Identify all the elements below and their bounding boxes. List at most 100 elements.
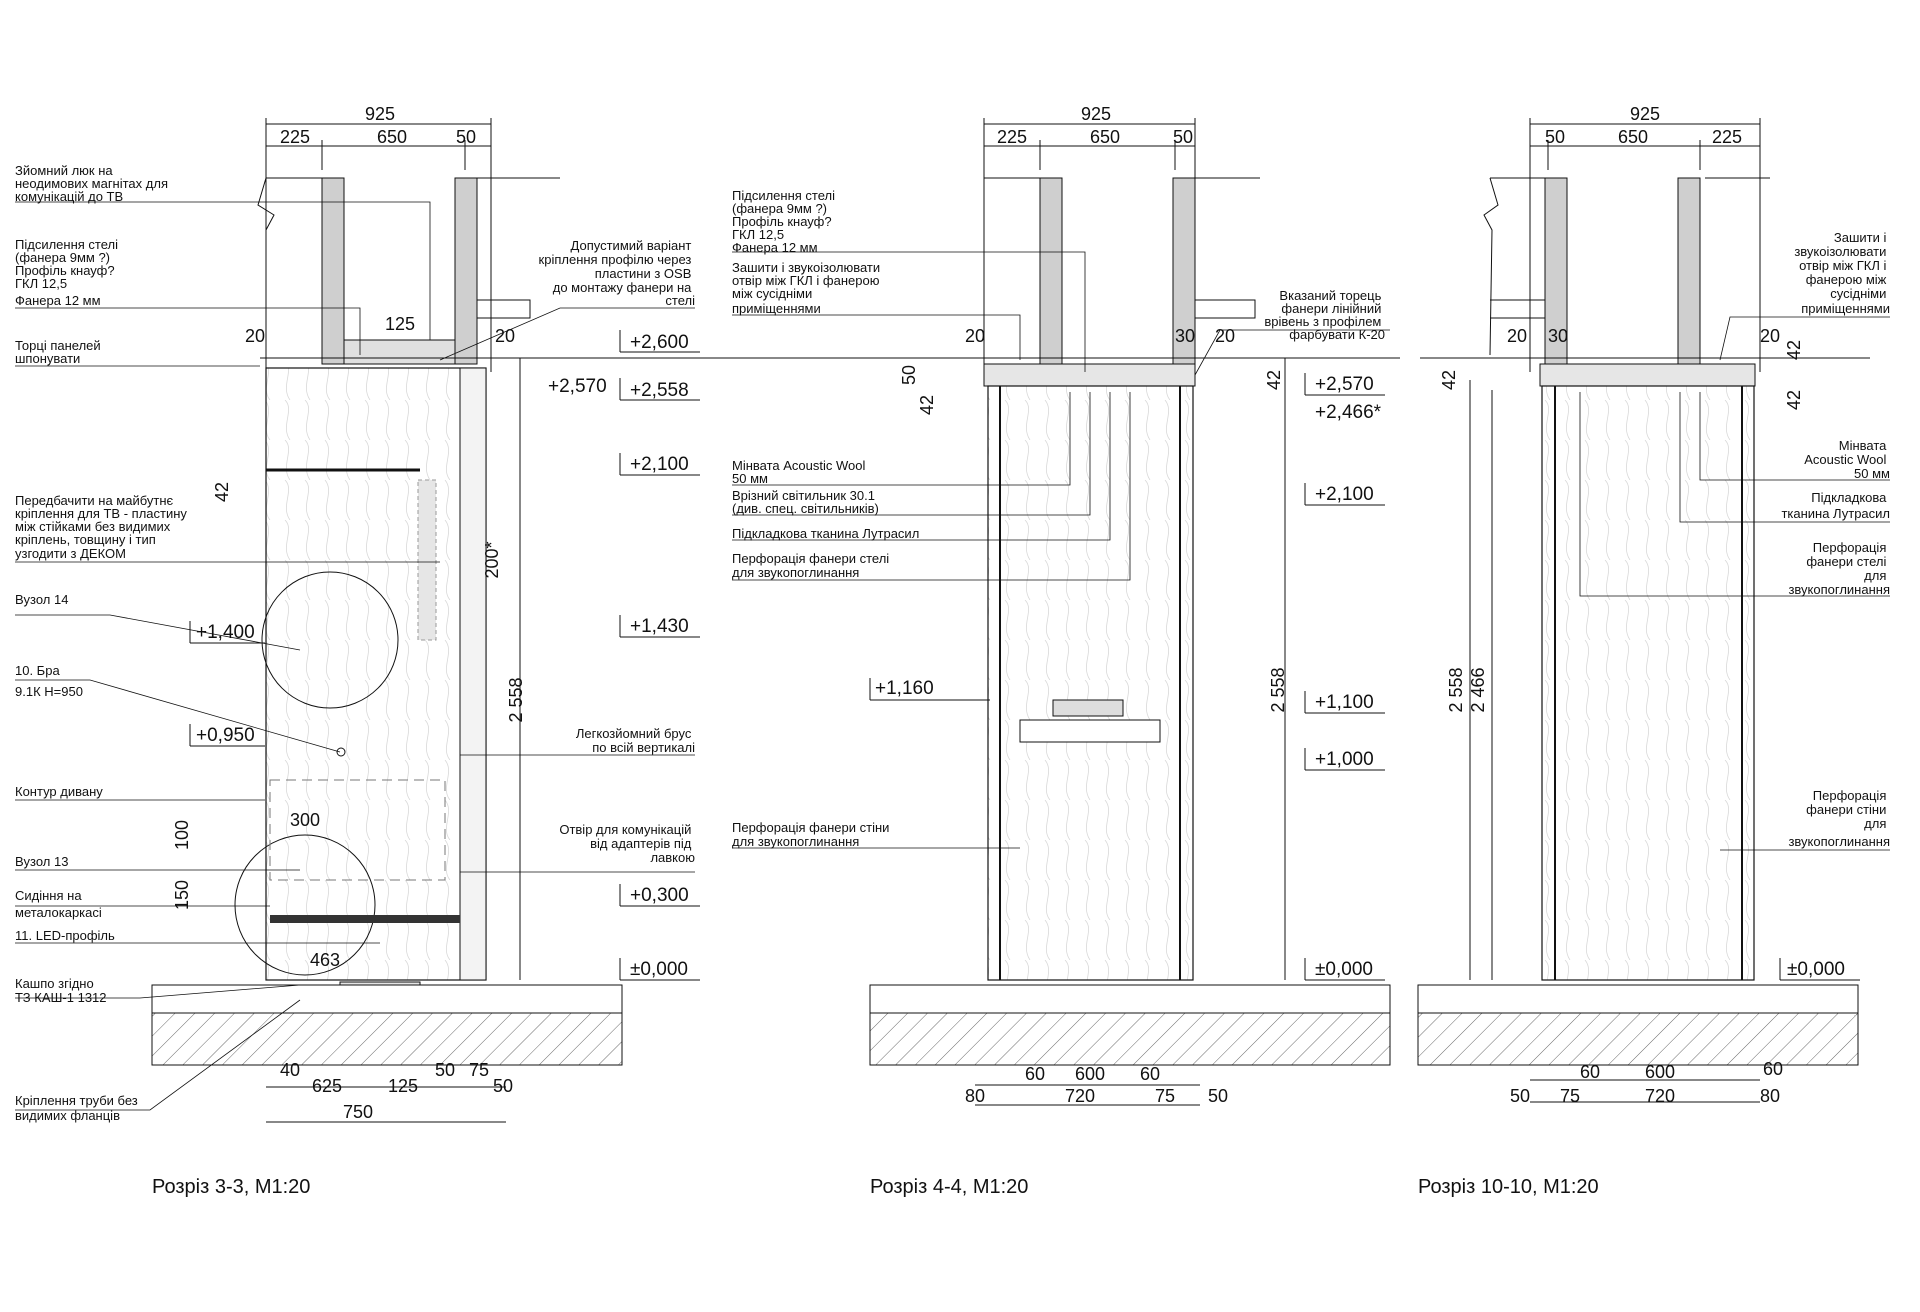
dim-b-75: 75: [1560, 1086, 1580, 1106]
dim-top-3: 50: [1173, 127, 1193, 147]
note-node-13: Вузол 13: [15, 854, 68, 869]
note-lutrasil: Підкладкова тканина Лутрасил: [732, 526, 919, 541]
level-2570: +2,570: [1315, 374, 1374, 395]
note-node-14: Вузол 14: [15, 592, 68, 607]
dim-b-60b: 60: [1140, 1064, 1160, 1084]
dim-20-right: 20: [495, 326, 515, 346]
note-planter: Кашпо згідно ТЗ КАШ-1 1312: [15, 976, 107, 1005]
dim-b-80: 80: [1760, 1086, 1780, 1106]
dim-b-60b: 60: [1763, 1059, 1783, 1079]
note-ceiling-reinforcement: Підсилення стелі (фанера 9мм ?) Профіль …: [732, 188, 839, 255]
dim-b-600: 600: [1075, 1064, 1105, 1084]
notes-right-10-10: Зашити і звукоізолювати отвір між ГКЛ і …: [1781, 230, 1890, 849]
dim-top-2: 650: [377, 127, 407, 147]
note-wall-perforation: Перфорація фанери стіни для звукопоглина…: [732, 820, 893, 849]
dim-463: 463: [310, 950, 340, 970]
dim-top-2: 650: [1618, 127, 1648, 147]
dim-b-750: 750: [343, 1102, 373, 1122]
upper-slab: [984, 177, 1260, 319]
dim-100: 100: [172, 820, 192, 850]
level-2100: +2,100: [1315, 484, 1374, 505]
level-0300: +0,300: [630, 885, 689, 906]
wall-panel: [987, 385, 1194, 981]
dim-b-625: 625: [312, 1076, 342, 1096]
dim-42-right-b: 42: [1784, 390, 1804, 410]
dim-50: 50: [899, 365, 919, 385]
level-2100: +2,100: [630, 454, 689, 475]
dim-20-left: 20: [1507, 326, 1527, 346]
dim-top-total: 925: [1081, 104, 1111, 124]
level-1400: +1,400: [196, 622, 255, 643]
dim-b-60a: 60: [1580, 1062, 1600, 1082]
caption-10-10: Розріз 10-10, М1:20: [1418, 1176, 1599, 1198]
dim-b-125: 125: [388, 1076, 418, 1096]
dim-b-75: 75: [1155, 1086, 1175, 1106]
seat-frame: [270, 915, 460, 923]
dim-150: 150: [172, 880, 192, 910]
dim-top-1: 50: [1545, 127, 1565, 147]
caption-4-4: Розріз 4-4, М1:20: [870, 1176, 1028, 1198]
dim-42-left: 42: [1439, 370, 1459, 390]
level-1430: +1,430: [630, 616, 689, 637]
note-hatch: Зйомний люк на неодимових магнітах для к…: [15, 163, 172, 204]
note-panel-ends: Торці панелей шпонувати: [15, 338, 104, 366]
socket-block: [1052, 699, 1124, 717]
section-4-4: 925 225 650 50 2 558 20 30 20 50 42 42: [700, 104, 1400, 1198]
dim-b-50: 50: [1510, 1086, 1530, 1106]
sofa-contour: [269, 779, 446, 881]
notes-right-3-3: Допустимий варіант кріплення профілю чер…: [539, 238, 696, 865]
note-wall-perforation: Перфорація фанери стіни для звукопоглина…: [1788, 788, 1890, 849]
studs: [983, 177, 1196, 387]
dim-b-50a: 50: [435, 1060, 455, 1080]
top-dimension-chain: [1529, 118, 1761, 372]
level-2600: +2,600: [630, 332, 689, 353]
dim-42-left: 42: [917, 395, 937, 415]
dim-top-2: 650: [1090, 127, 1120, 147]
dim-top-1: 225: [997, 127, 1027, 147]
dim-height: 2 558: [506, 677, 526, 722]
note-ceiling-perforation: Перфорація фанери стелі для звукопоглина…: [732, 551, 893, 580]
note-led: 11. LED-профіль: [15, 928, 115, 943]
dim-height-2: 2 466: [1468, 667, 1488, 712]
dim-b-720: 720: [1065, 1086, 1095, 1106]
level-1000: +1,000: [1315, 749, 1374, 770]
note-plywood-edge: Вказаний торець фанери лінійний врівень …: [1264, 288, 1385, 342]
recessed-luminaire: [1019, 719, 1161, 743]
floor-slab: [151, 984, 623, 1066]
floor-slab: [869, 984, 1391, 1066]
dim-20-right: 20: [1215, 326, 1235, 346]
dim-top-3: 225: [1712, 127, 1742, 147]
level-1100: +1,100: [1315, 692, 1374, 713]
level-2570: +2,570: [548, 376, 607, 397]
level-1160: +1,160: [875, 678, 934, 699]
note-comm-opening: Отвір для комунікацій від адаптерів під …: [559, 822, 695, 865]
sconce-point: [336, 747, 346, 757]
note-socket: 9.1К Н=950: [15, 684, 83, 699]
notes-left-3-3: Зйомний люк на неодимових магнітах для к…: [15, 163, 187, 1123]
dim-30: 30: [1175, 326, 1195, 346]
top-dimension-chain: [983, 118, 1196, 372]
note-ceiling-reinforcement: Підсилення стелі (фанера 9мм ?) Профіль …: [15, 237, 122, 308]
dim-height: 2 558: [1268, 667, 1288, 712]
note-luminaire: Врізний світильник 30.1 (див. спец. світ…: [732, 488, 879, 516]
dim-42-right-a: 42: [1784, 340, 1804, 360]
note-seat: Сидіння на металокаркасі: [15, 888, 102, 920]
dim-height: 2 558: [1446, 667, 1466, 712]
dim-top-3: 50: [456, 127, 476, 147]
leaders: [1579, 316, 1890, 851]
note-mineral-wool: Мінвата Acoustic Wool 50 мм: [732, 458, 869, 486]
note-osb: Допустимий варіант кріплення профілю чер…: [539, 238, 696, 308]
caption-3-3: Розріз 3-3, М1:20: [152, 1176, 310, 1198]
dim-125: 125: [385, 314, 415, 334]
level-0000: ±0,000: [1787, 959, 1845, 980]
note-lutrasil: Підкладкова тканина Лутрасил: [1781, 490, 1890, 521]
dim-200: 200*: [482, 541, 502, 578]
dim-b-50b: 50: [493, 1076, 513, 1096]
dim-b-600: 600: [1645, 1062, 1675, 1082]
wall-panel: [265, 367, 487, 981]
dim-top-total: 925: [1630, 104, 1660, 124]
dim-b-720: 720: [1645, 1086, 1675, 1106]
dim-20-left: 20: [965, 326, 985, 346]
